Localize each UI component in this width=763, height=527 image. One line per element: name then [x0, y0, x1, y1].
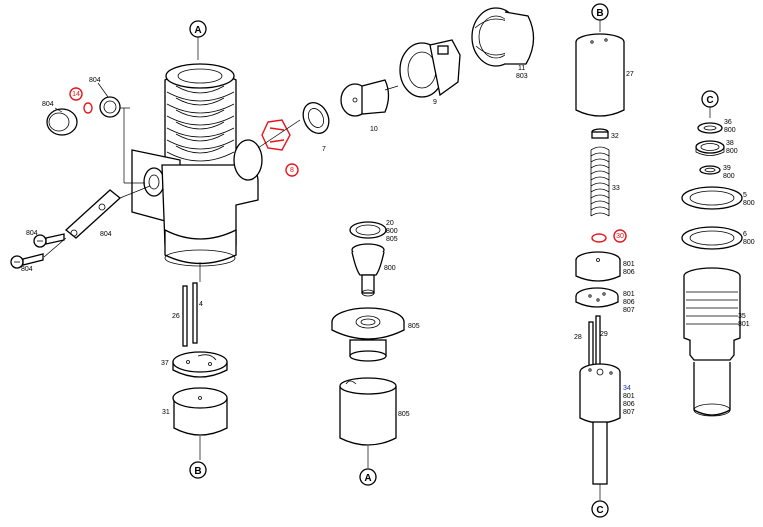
shim-32 [591, 128, 609, 139]
callout-800: 800 [384, 265, 396, 272]
screw-804-upper [33, 233, 65, 248]
callout-6: 6 [743, 231, 747, 238]
middle-assembly: 20 800 805 800 805 805 A [331, 220, 420, 486]
sleeve-805 [339, 377, 397, 446]
callout-20-800: 800 [386, 228, 398, 235]
callout-34-801: 801 [623, 393, 635, 400]
flange-805 [331, 307, 405, 362]
callout-38-800: 800 [726, 148, 738, 155]
callout-9: 9 [433, 99, 437, 106]
callout-14: 14 [72, 91, 80, 98]
callout-27: 27 [626, 71, 634, 78]
callout-806-a: 806 [623, 269, 635, 276]
coil-9 [399, 39, 461, 98]
callout-803: 803 [516, 73, 528, 80]
callout-39: 39 [723, 165, 731, 172]
callout-7: 7 [322, 146, 326, 153]
plug-cap-804 [46, 108, 78, 136]
ring-38 [695, 140, 725, 156]
callout-34: 34 [623, 385, 631, 392]
screw-804-lower [10, 253, 44, 269]
callout-805-top: 805 [408, 323, 420, 330]
callout-38: 38 [726, 140, 734, 147]
valve-10 [340, 79, 399, 117]
callout-37: 37 [161, 360, 169, 367]
callout-29: 29 [600, 331, 608, 338]
pin-29 [595, 315, 601, 367]
section-ref-a-bottom-label: A [364, 473, 371, 484]
pin-26 [182, 285, 188, 347]
section-ref-a-top-label: A [194, 25, 201, 36]
injector-housing [131, 139, 263, 282]
cylinder-35 [683, 267, 741, 417]
callout-35-801: 801 [738, 321, 750, 328]
fitting-800 [351, 243, 385, 297]
washer-7 [302, 101, 330, 135]
callout-5-800: 800 [743, 200, 755, 207]
callout-4: 4 [199, 301, 203, 308]
callout-39-800: 800 [723, 173, 735, 180]
section-ref-b-top-label: B [596, 8, 603, 19]
nozzle-34 [579, 363, 621, 485]
nozzle-column-assembly: B 27 32 33 30 801 806 [574, 3, 635, 518]
injector-body-assembly: A [10, 7, 535, 479]
o-ring-14-highlight [69, 87, 93, 114]
callout-801-b: 801 [623, 291, 635, 298]
callout-804-cap: 804 [42, 101, 54, 108]
section-ref-c-bottom-label: C [596, 505, 603, 516]
callout-8: 8 [290, 167, 294, 174]
callout-804-ring: 804 [89, 77, 101, 84]
spacer-801 [575, 251, 621, 282]
ring-36 [697, 122, 723, 134]
section-ref-b-bottom [189, 461, 207, 479]
seal-5 [681, 186, 743, 210]
callout-11: 11 [518, 65, 525, 72]
main-spring [164, 63, 237, 176]
nut-11 [471, 7, 535, 67]
callout-34-807: 807 [623, 409, 635, 416]
callout-31: 31 [162, 409, 170, 416]
callout-33: 33 [612, 185, 620, 192]
callout-20: 20 [386, 220, 394, 227]
callout-36-800: 800 [724, 127, 736, 134]
section-ref-c-top-label: C [706, 95, 713, 106]
callout-804-plate: 804 [100, 231, 112, 238]
callout-5: 5 [743, 192, 747, 199]
body-27 [575, 33, 625, 117]
cylinder-column-assembly: C 36 800 38 800 39 800 5 800 [681, 90, 755, 417]
callout-30: 30 [616, 233, 624, 240]
ring-39 [699, 165, 721, 175]
shim-30-highlight [591, 229, 627, 243]
callout-35: 35 [738, 313, 746, 320]
callout-36: 36 [724, 119, 732, 126]
seal-6 [681, 226, 743, 250]
callout-28: 28 [574, 334, 582, 341]
callout-804-screw-upper: 804 [26, 230, 38, 237]
plate-37 [172, 351, 228, 378]
callout-804-screw-lower: 804 [21, 266, 33, 273]
callout-806-b: 806 [623, 299, 635, 306]
solenoid-part-8-highlight [261, 119, 299, 177]
seal-20 [349, 221, 387, 239]
mounting-plate-804 [64, 185, 151, 239]
spring-33 [590, 146, 610, 217]
pin-28 [588, 321, 594, 369]
intermediate-plate-801 [575, 287, 619, 308]
section-ref-a-bottom [359, 468, 377, 486]
callout-807-b: 807 [623, 307, 635, 314]
callout-10: 10 [370, 126, 378, 133]
callout-34-806: 806 [623, 401, 635, 408]
callout-26: 26 [172, 313, 180, 320]
nozzle-nut-31 [172, 387, 228, 436]
seal-ring-804 [99, 96, 121, 118]
section-ref-b-bottom-label: B [194, 466, 201, 477]
section-ref-c-bottom [591, 500, 609, 518]
callout-801-a: 801 [623, 261, 635, 268]
callout-805-bottom: 805 [398, 411, 410, 418]
callout-32: 32 [611, 133, 619, 140]
callout-6-800: 800 [743, 239, 755, 246]
callout-20-805: 805 [386, 236, 398, 243]
pin-4 [192, 282, 198, 344]
